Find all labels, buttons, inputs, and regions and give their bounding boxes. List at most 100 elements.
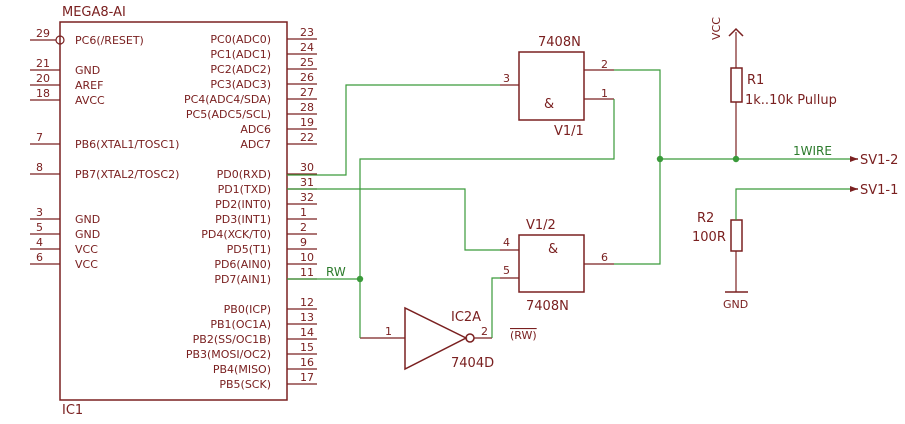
rw-net-label: RW	[326, 265, 346, 279]
ic1-left-pin-name: GND	[75, 228, 100, 241]
sv1-1-label: SV1-1	[860, 183, 898, 198]
ic1-right-pin-num: 17	[300, 371, 314, 384]
ic1-right-pin-num: 9	[300, 236, 307, 249]
ic1-left-pin-num: 5	[36, 221, 43, 234]
sv1-2-arrow-icon	[850, 156, 858, 162]
ic1-left-pin-num: 20	[36, 72, 50, 85]
net-gate-outputs	[614, 69, 661, 265]
ic1-right-pin-num: 24	[300, 41, 314, 54]
ic1-right-pin-name: ADC7	[240, 138, 271, 151]
connector-sv1: SV1-2 SV1-1	[850, 153, 898, 198]
ic1-right-pin-num: 1	[300, 206, 307, 219]
inverter-pin-in: 1	[385, 325, 392, 338]
ic1-right-pin-name: PB4(MISO)	[213, 363, 271, 376]
ic1-right-pin-name: PC5(ADC5/SCL)	[186, 108, 271, 121]
gate2-symbol: &	[548, 242, 558, 257]
ic1-left-pin-name: AVCC	[75, 94, 105, 107]
ic1-right-pin-name: PC2(ADC2)	[210, 63, 271, 76]
gate1-pin-out: 2	[601, 58, 608, 71]
ic1-left-pin-num: 29	[36, 27, 50, 40]
ic1-left-pin-num: 6	[36, 251, 43, 264]
ic1-right-pin-num: 22	[300, 131, 314, 144]
ic1-right-pin-name: PD7(AIN1)	[214, 273, 271, 286]
ic1-right-pin-num: 19	[300, 116, 314, 129]
ic1-left-pin-num: 3	[36, 206, 43, 219]
ic1-right-pin-name: PC4(ADC4/SDA)	[184, 93, 271, 106]
gate2-pin-a: 4	[503, 236, 510, 249]
ic1-right-pin-num: 26	[300, 71, 314, 84]
gate2-pin-b: 5	[503, 264, 510, 277]
ic1-microcontroller: MEGA8-AI IC1 29PC6(/RESET)21GND20AREF18A…	[30, 5, 317, 418]
ic1-right-pin-num: 30	[300, 161, 314, 174]
gate1-pin-b: 1	[601, 87, 608, 100]
ic1-right-pin-num: 25	[300, 56, 314, 69]
resistor-r2: R2 100R	[692, 211, 743, 292]
ic1-right-pin-name: PB1(OC1A)	[210, 318, 271, 331]
ic1-right-pins: 23PC0(ADC0)24PC1(ADC1)25PC2(ADC2)26PC3(A…	[184, 26, 317, 391]
ic1-left-pin-name: PC6(/RESET)	[75, 34, 144, 47]
ic1-ref: IC1	[62, 403, 83, 418]
ic1-right-pin-num: 28	[300, 101, 314, 114]
r2-ref: R2	[697, 211, 714, 226]
ic1-left-pin-name: GND	[75, 213, 100, 226]
ic1-left-pin-name: VCC	[75, 258, 98, 271]
gate2-pin-out: 6	[601, 251, 608, 264]
ic1-right-pin-name: PB2(SS/OC1B)	[193, 333, 271, 346]
ic1-right-pin-name: PC0(ADC0)	[210, 33, 271, 46]
net-rw-gate1b	[359, 99, 615, 338]
gnd-label: GND	[723, 298, 748, 311]
ic1-left-pin-name: VCC	[75, 243, 98, 256]
inverter-out-label: (RW)	[510, 329, 537, 342]
ic1-left-pin-name: GND	[75, 64, 100, 77]
ic1-right-pin-name: PD4(XCK/T0)	[201, 228, 271, 241]
vcc-arrow-icon	[728, 27, 744, 37]
r2-value: 100R	[692, 230, 726, 245]
ic1-left-pin-num: 18	[36, 87, 50, 100]
ic1-left-pin-name: PB6(XTAL1/TOSC1)	[75, 138, 179, 151]
ic1-right-pin-name: PD5(T1)	[227, 243, 271, 256]
ic1-right-pin-name: PB0(ICP)	[224, 303, 271, 316]
net-inv-gate2b	[491, 277, 500, 338]
sv1-2-label: SV1-2	[860, 153, 898, 168]
gate1-symbol: &	[544, 97, 554, 112]
net-pd1-gate2a	[287, 188, 500, 251]
ic1-right-pin-name: PD0(RXD)	[217, 168, 271, 181]
r2-body	[730, 219, 743, 252]
ic1-right-pin-name: PC1(ADC1)	[210, 48, 271, 61]
sv1-1-arrow-icon	[850, 186, 858, 192]
gate1-body	[518, 51, 585, 121]
vcc-label: VCC	[710, 17, 723, 40]
ic1-left-pin-name: PB7(XTAL2/TOSC2)	[75, 168, 179, 181]
r1-value: 1k..10k Pullup	[745, 93, 837, 108]
r1-ref: R1	[747, 73, 764, 88]
junction-rw	[356, 275, 364, 283]
inverter-ic2a: IC2A 7404D 1 2 (RW)	[360, 306, 537, 371]
r1-body	[730, 67, 743, 103]
ic1-right-pin-name: PD6(AIN0)	[214, 258, 271, 271]
inverter-pin-out: 2	[481, 325, 488, 338]
net-sv1-1-r2	[735, 188, 850, 220]
resistor-r1: R1 1k..10k Pullup	[730, 32, 837, 159]
ic1-right-pin-num: 32	[300, 191, 314, 204]
ic1-right-pin-num: 10	[300, 251, 314, 264]
ic1-right-pin-name: ADC6	[240, 123, 271, 136]
ic1-right-pin-num: 23	[300, 26, 314, 39]
nets: RW 1WIRE	[287, 69, 850, 338]
ic1-right-pin-num: 14	[300, 326, 314, 339]
inverter-ref: IC2A	[451, 310, 481, 325]
ic1-name: MEGA8-AI	[62, 5, 126, 20]
ic1-left-pin-num: 7	[36, 131, 43, 144]
gate2-ref: V1/2	[526, 218, 556, 233]
net-pd0-gate1a	[287, 84, 500, 176]
and-gate-1: 7408N & V1/1 3 2 1	[500, 35, 614, 139]
ic1-body	[59, 21, 288, 401]
ic1-right-pin-name: PB5(SCK)	[219, 378, 271, 391]
ic1-left-pin-num: 21	[36, 57, 50, 70]
ic1-right-pin-num: 27	[300, 86, 314, 99]
inverter-type: 7404D	[451, 356, 494, 371]
gate1-type: 7408N	[538, 35, 581, 50]
ic1-right-pin-name: PD1(TXD)	[218, 183, 271, 196]
ic1-right-pin-name: PD3(INT1)	[215, 213, 271, 226]
ic1-left-pin-num: 4	[36, 236, 43, 249]
